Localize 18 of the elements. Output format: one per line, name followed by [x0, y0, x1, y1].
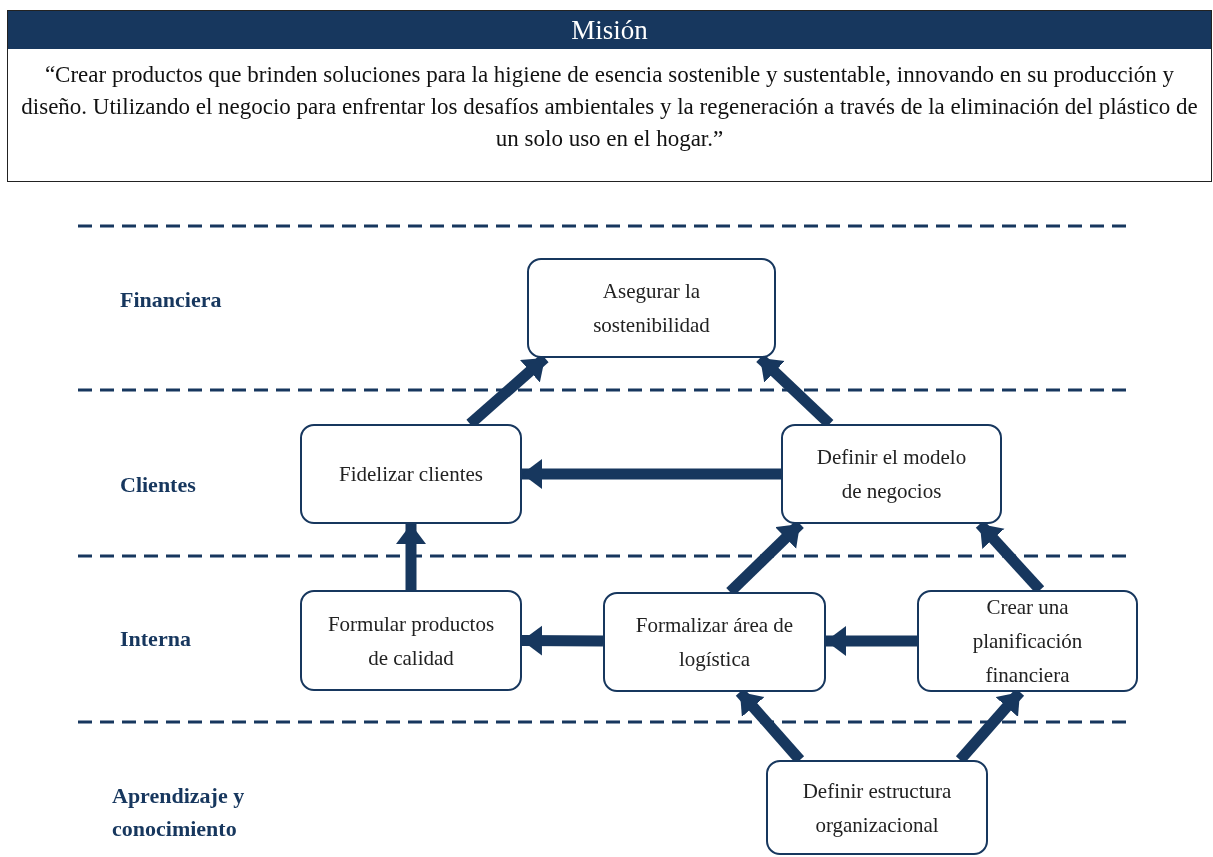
mission-text: “Crear productos que brinden soluciones para la higiene de esencia sostenible y sustentable, innovando en su producción y diseño. Utilizando el negocio para enfrentar los desafíos ambientales y la regeneración a través de la eliminación del plástico de un solo uso en el hogar.” — [20, 61, 1199, 153]
arrow — [522, 459, 781, 489]
arrow — [521, 625, 604, 656]
process-box: Definir estructura organizacional — [766, 760, 988, 855]
mission-box — [7, 10, 1212, 182]
process-box: Asegurar la sostenibilidad — [527, 258, 776, 358]
arrow — [826, 626, 917, 656]
row-label: Financiera — [120, 286, 223, 314]
process-box: Definir el modelo de negocios — [781, 424, 1002, 524]
arrow — [396, 524, 426, 590]
process-box: Crear una planificación financiera — [917, 590, 1138, 692]
process-box: Formalizar área de logística — [603, 592, 826, 692]
row-label: Interna — [120, 625, 192, 653]
row-label: Clientes — [120, 471, 197, 499]
process-box: Fidelizar clientes — [300, 424, 522, 524]
heading-band: Misión — [8, 11, 1211, 49]
row-label: Aprendizaje y conocimiento — [112, 782, 246, 843]
process-box: Formular productos de calidad — [300, 590, 522, 691]
